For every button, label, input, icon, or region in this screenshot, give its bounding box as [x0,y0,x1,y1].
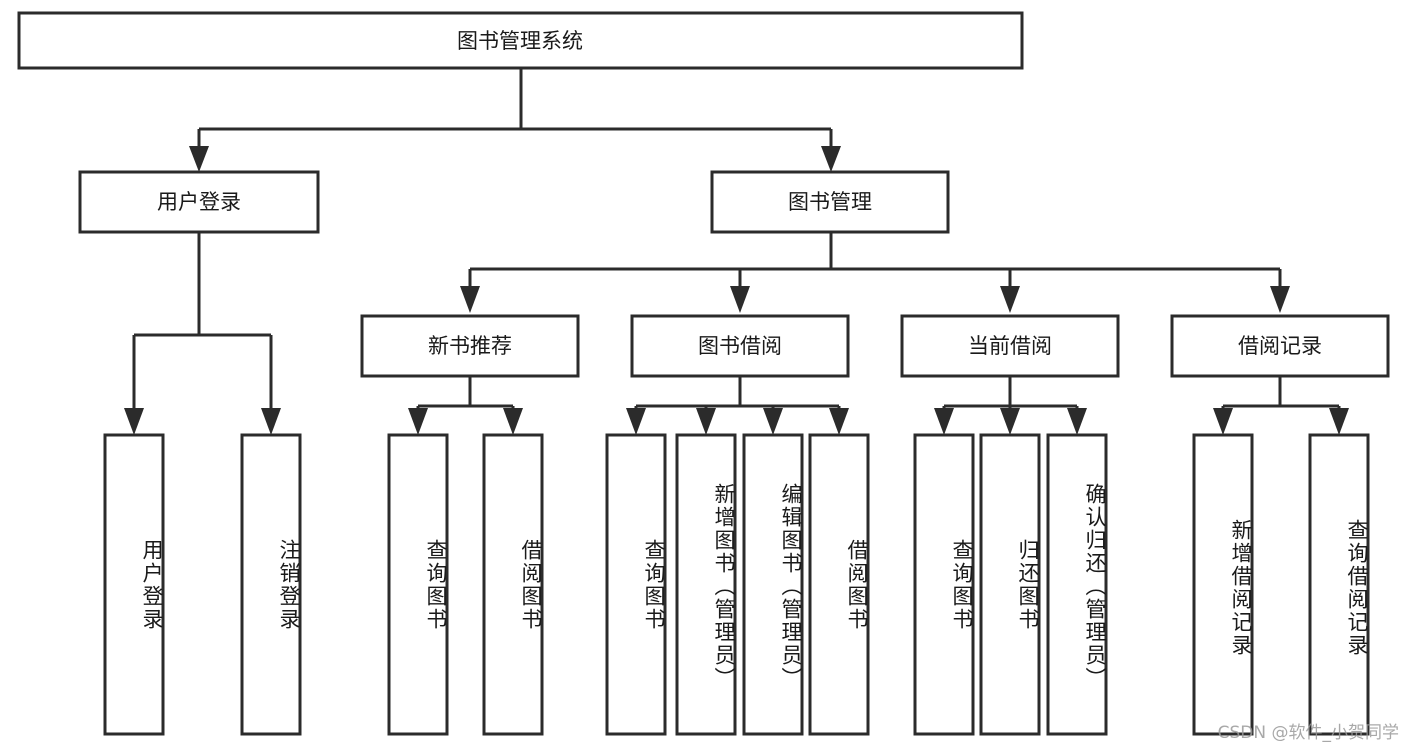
leaf-br-query-record[interactable] [1310,435,1368,734]
arrow-head-book-borrow [730,286,750,313]
node-book-management-label: 图书管理 [788,190,872,214]
arrow-head-cb-leaf-2 [1000,408,1020,435]
node-book-borrow[interactable]: 图书借阅 [630,314,850,378]
leaf-nb-borrow-book[interactable] [484,435,542,734]
leaf-box-nb-query-book[interactable] [387,433,449,736]
node-root[interactable]: 图书管理系统 [17,11,1024,70]
connectors-borrow-record-to-leaves [1213,376,1349,435]
arrow-head-nb-leaf-1 [408,408,428,435]
connectors-book-borrow-to-leaves [626,376,849,435]
leaf-box-cb-return-book[interactable] [979,433,1041,736]
arrow-head-leaf-user-login [124,408,144,435]
leaf-logout[interactable] [242,435,300,734]
leaf-boxes [103,433,1370,736]
arrow-head-borrow-record [1270,286,1290,313]
leaf-user-login[interactable] [105,435,163,734]
leaf-cb-query-book[interactable] [915,435,973,734]
connectors-user-login-to-leaves [124,232,281,435]
node-borrow-record-label: 借阅记录 [1238,334,1322,358]
connectors-new-book-to-leaves [408,376,523,435]
arrow-head-cb-leaf-1 [934,408,954,435]
node-borrow-record[interactable]: 借阅记录 [1170,314,1390,378]
arrow-head-bb-leaf-1 [626,408,646,435]
leaf-cb-confirm-return[interactable] [1048,435,1106,734]
node-book-borrow-label: 图书借阅 [698,334,782,358]
arrow-head-bb-leaf-3 [763,408,783,435]
node-current-borrow[interactable]: 当前借阅 [900,314,1120,378]
arrow-head-bb-leaf-4 [829,408,849,435]
arrow-head-new-book [460,286,480,313]
leaf-box-logout[interactable] [240,433,302,736]
connectors-root-to-level1 [189,68,841,172]
connectors-book-mgmt-to-level2 [460,232,1290,313]
node-new-book-recommend-box[interactable] [360,314,580,378]
arrow-head-leaf-logout [261,408,281,435]
leaf-box-user-login[interactable] [103,433,165,736]
leaf-bb-edit-book[interactable] [744,435,802,734]
leaf-br-add-record[interactable] [1194,435,1252,734]
leaf-bb-query-book[interactable] [607,435,665,734]
leaf-bb-add-book[interactable] [677,435,735,734]
node-new-book-recommend[interactable]: 新书推荐 [360,314,580,378]
leaf-box-cb-query-book[interactable] [913,433,975,736]
connectors-current-borrow-to-leaves [934,376,1087,435]
arrow-head-nb-leaf-2 [503,408,523,435]
arrow-head-cb-leaf-3 [1067,408,1087,435]
node-borrow-record-box[interactable] [1170,314,1390,378]
node-root-label: 图书管理系统 [457,29,583,53]
leaf-cb-return-book[interactable] [981,435,1039,734]
leaf-box-br-query-record[interactable] [1308,433,1370,736]
leaf-box-bb-query-book[interactable] [605,433,667,736]
leaf-box-bb-edit-book[interactable] [742,433,804,736]
arrow-head-br-leaf-2 [1329,408,1349,435]
arrow-head-current-borrow [1000,286,1020,313]
leaf-box-cb-confirm-return[interactable] [1046,433,1108,736]
node-book-borrow-box[interactable] [630,314,850,378]
node-book-management[interactable]: 图书管理 [710,170,950,234]
node-current-borrow-box[interactable] [900,314,1120,378]
node-user-login-box[interactable] [78,170,320,234]
node-current-borrow-label: 当前借阅 [968,334,1052,358]
leaf-box-bb-borrow-book[interactable] [808,433,870,736]
arrow-head-book-mgmt [821,146,841,172]
leaf-nb-query-book[interactable] [389,435,447,734]
leaf-box-bb-add-book[interactable] [675,433,737,736]
arrow-head-br-leaf-1 [1213,408,1233,435]
leaf-bb-borrow-book[interactable] [810,435,868,734]
arrow-head-user-login [189,146,209,172]
node-new-book-recommend-label: 新书推荐 [428,334,512,358]
node-root-box[interactable] [17,11,1024,70]
node-user-login-label: 用户登录 [157,190,241,214]
node-book-management-box[interactable] [710,170,950,234]
leaf-box-nb-borrow-book[interactable] [482,433,544,736]
arrow-head-bb-leaf-2 [696,408,716,435]
leaf-box-br-add-record[interactable] [1192,433,1254,736]
node-user-login[interactable]: 用户登录 [78,170,320,234]
